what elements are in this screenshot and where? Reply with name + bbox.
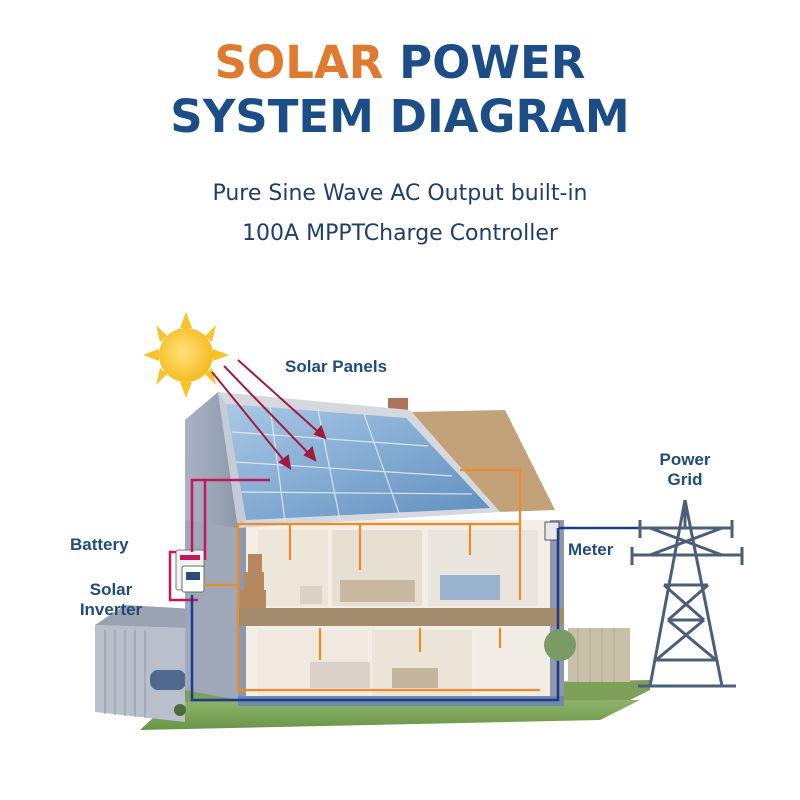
sunlight-arrows (211, 359, 327, 470)
subtitle-line-2: 100A MPPTCharge Controller (242, 221, 558, 246)
title-line-2: SYSTEM DIAGRAM (170, 90, 630, 143)
label-power-grid-line-1: Power (659, 450, 711, 469)
label-solar-panels: Solar Panels (285, 357, 388, 376)
tree (544, 629, 576, 661)
label-power-grid: Power Grid (640, 450, 730, 490)
label-solar-inverter-line-2: Inverter (79, 600, 143, 619)
diagram-title: SOLAR POWER SYSTEM DIAGRAM (0, 36, 800, 144)
staircase (240, 554, 266, 608)
label-meter: Meter (568, 540, 614, 559)
label-battery: Battery (70, 535, 129, 554)
car (150, 670, 186, 690)
title-accent-word: SOLAR (214, 36, 384, 89)
title-word-power: POWER (399, 36, 586, 89)
dog (174, 704, 186, 716)
grid-wiring (190, 526, 650, 702)
label-solar-inverter: Solar Inverter (66, 580, 156, 620)
roof-back (410, 410, 555, 512)
floor-slab (238, 608, 564, 626)
diagram-subtitle: Pure Sine Wave AC Output built-in 100A M… (0, 174, 800, 254)
ac-wiring (204, 468, 540, 692)
subtitle-line-1: Pure Sine Wave AC Output built-in (212, 181, 588, 206)
label-power-grid-line-2: Grid (667, 470, 703, 489)
garage (95, 605, 212, 722)
label-solar-inverter-line-1: Solar (89, 580, 133, 599)
fence (568, 628, 630, 682)
power-pylon-icon (630, 499, 744, 687)
solar-panels (226, 404, 490, 520)
sun-icon (143, 312, 229, 398)
dc-wiring (168, 478, 270, 602)
inverter-icon (181, 565, 205, 593)
